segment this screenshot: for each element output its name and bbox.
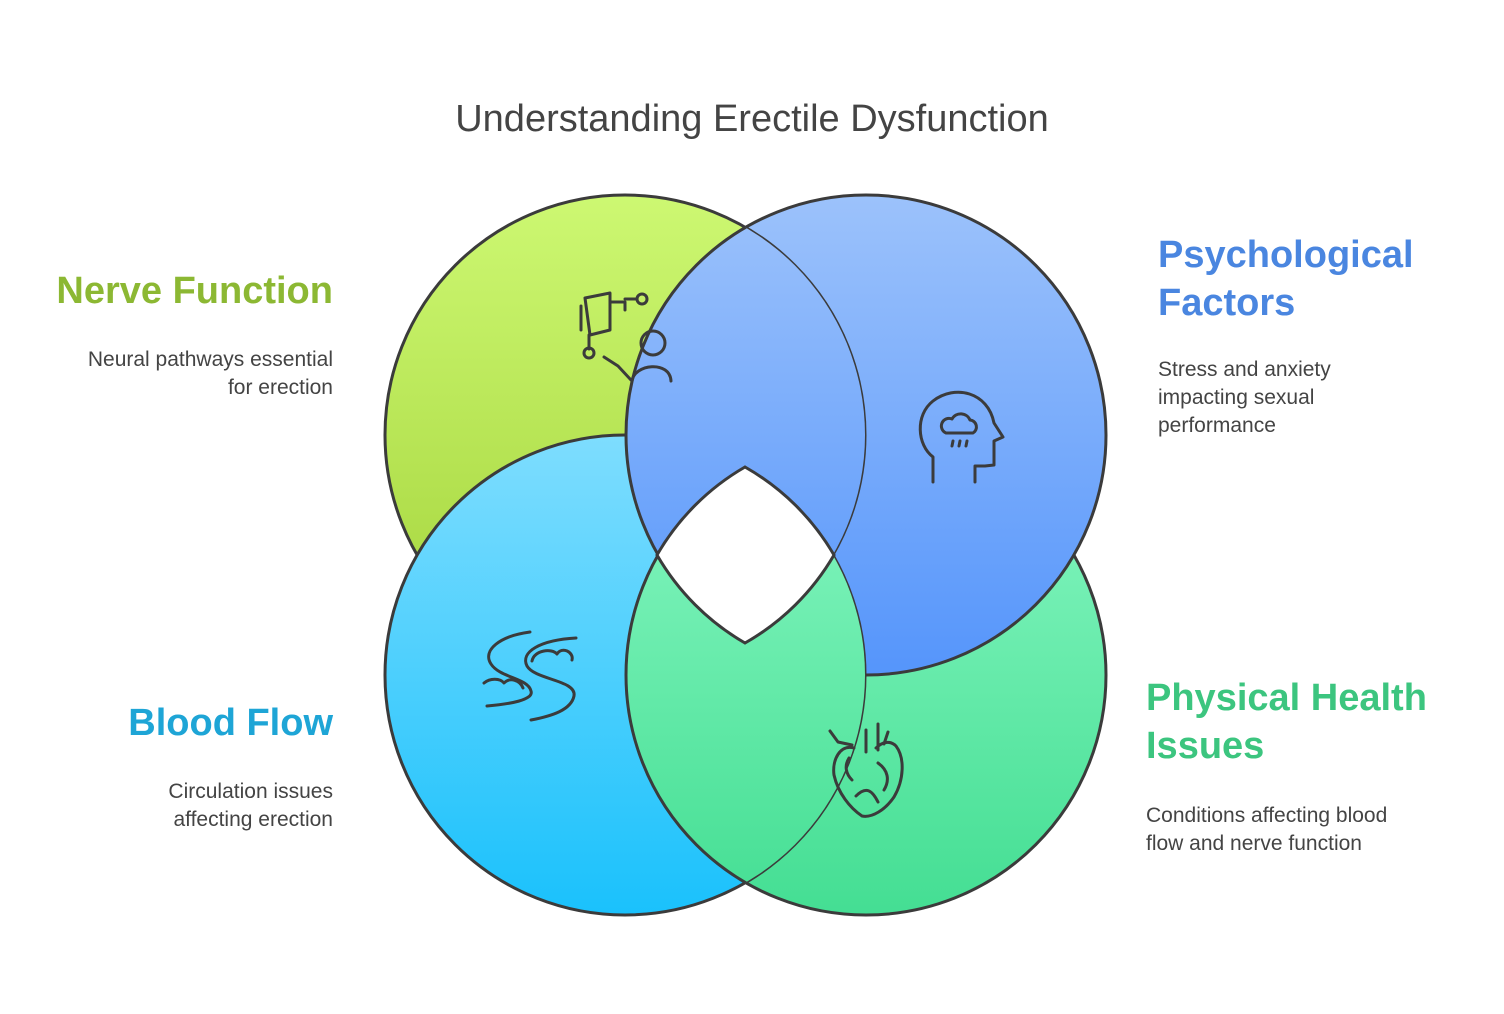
anatomical-heart-icon [828, 722, 904, 818]
psychological-factors-heading: Psychological Factors [1158, 231, 1478, 327]
physical-description-line: flow and nerve function [1146, 832, 1362, 855]
psychological-factors-description: Stress and anxiety impacting sexual perf… [1158, 356, 1478, 440]
river-flow-icon [482, 630, 578, 722]
physical-health-description: Conditions affecting blood flow and nerv… [1146, 802, 1486, 858]
psychological-heading-line: Factors [1158, 282, 1296, 324]
physical-overlap-outline [624, 435, 865, 915]
diagram-title: Understanding Erectile Dysfunction [455, 98, 1049, 140]
psychological-description-line: Stress and anxiety [1158, 358, 1331, 381]
physical-health-heading: Physical Health Issues [1146, 674, 1486, 770]
nerve-function-description: Neural pathways essential for erection [33, 346, 333, 402]
nerve-signal-person-icon [579, 291, 673, 383]
blood-flow-description: Circulation issues affecting erection [33, 778, 333, 834]
nerve-description-line: Neural pathways essential [87, 348, 333, 371]
nerve-description-line: for erection [227, 376, 333, 399]
physical-description-line: Conditions affecting blood [1146, 804, 1388, 827]
blood-description-line: affecting erection [173, 808, 333, 831]
psychological-description-line: impacting sexual [1158, 386, 1315, 409]
blood-description-line: Circulation issues [168, 780, 333, 803]
center-hole [655, 465, 836, 645]
psychological-overlap-outline [624, 195, 865, 675]
blood-flow-heading: Blood Flow [128, 702, 333, 744]
psychological-heading-line: Psychological [1158, 234, 1414, 276]
physical-heading-line: Physical Health [1146, 677, 1427, 719]
head-rain-cloud-icon [918, 390, 1005, 484]
psychological-description-line: performance [1158, 414, 1276, 437]
physical-heading-line: Issues [1146, 725, 1265, 767]
nerve-function-heading: Nerve Function [56, 270, 333, 312]
